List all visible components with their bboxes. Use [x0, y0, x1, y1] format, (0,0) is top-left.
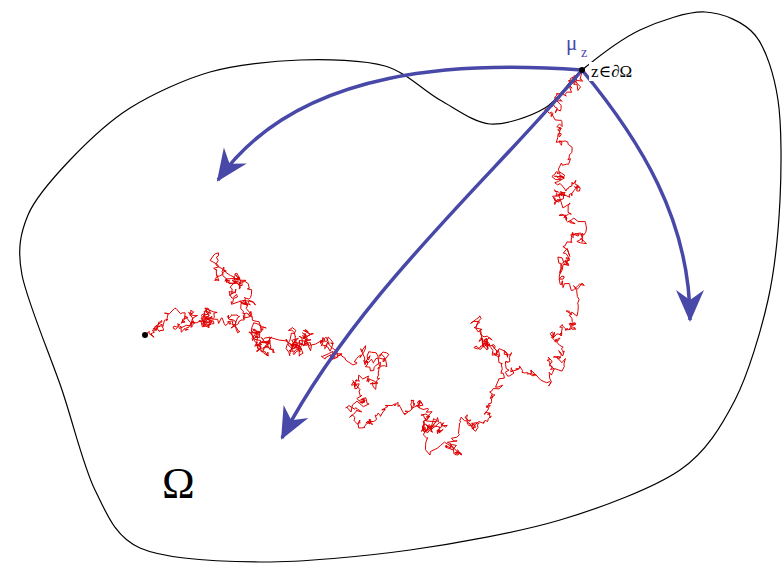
point-label: z∈∂Ω: [589, 62, 634, 81]
domain-boundary: [20, 12, 781, 562]
domain-label: Ω: [162, 462, 195, 506]
measure-symbol: μ: [566, 33, 577, 54]
measure-arrow: [282, 70, 582, 438]
point-dot: [579, 67, 585, 73]
measure-arrow: [218, 67, 582, 180]
measure-subscript: z: [581, 46, 587, 60]
brownian-path: [145, 72, 586, 455]
point-dot: [142, 332, 148, 338]
measure-arrow: [582, 70, 690, 320]
